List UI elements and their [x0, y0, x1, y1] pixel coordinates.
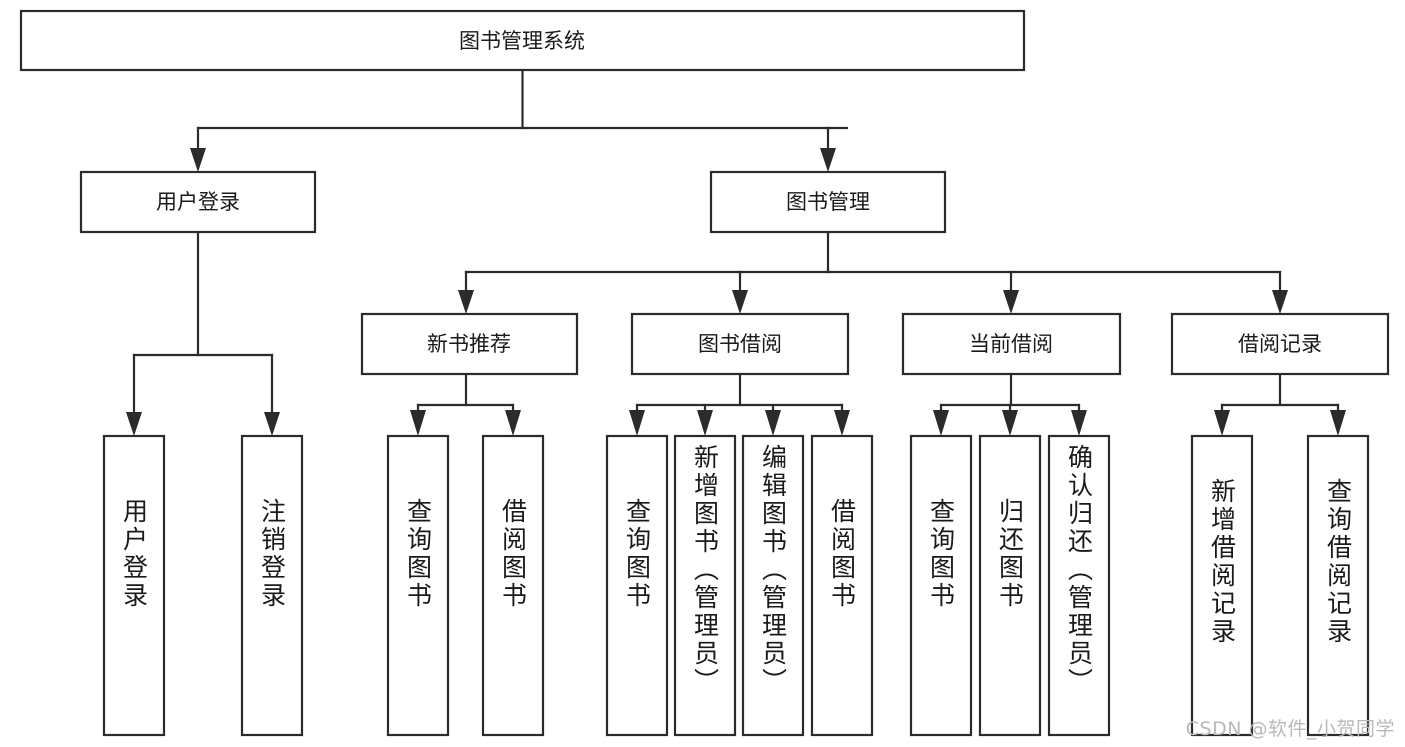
node-user-login-box — [79, 170, 317, 234]
node-root-system[interactable]: 图书管理系统 — [19, 9, 1026, 72]
node-book-borrow-box — [630, 312, 850, 376]
leaf-box-borrowrecord-query[interactable] — [1306, 434, 1370, 737]
connector-group-book-borrow — [629, 372, 850, 436]
node-new-book-recommend[interactable]: 新书推荐 — [360, 312, 579, 376]
node-book-manage-label: 图书管理 — [786, 190, 870, 214]
leaf-box-bookborrow-lend[interactable] — [810, 434, 874, 737]
arrow-head-new-book — [458, 290, 474, 314]
connector-group-current-borrow — [933, 372, 1087, 436]
leaf-box-user-login[interactable] — [102, 434, 166, 737]
arrow-head-book-borrow — [732, 290, 748, 314]
arrow-head-user-login — [190, 148, 206, 172]
leaf-box-currentborrow-return[interactable] — [978, 434, 1042, 737]
node-current-borrow-box — [901, 312, 1122, 376]
connector-group-borrow-record — [1214, 372, 1346, 436]
arrow-head-bookborrow-edit — [765, 410, 781, 436]
arrow-head-current-borrow — [1003, 290, 1019, 314]
leaf-box-bookborrow-edit[interactable] — [741, 434, 805, 737]
arrow-head-leaf-user-login — [126, 412, 142, 436]
arrow-head-borrowrecord-query — [1330, 410, 1346, 436]
connector-group-new-book — [410, 372, 521, 436]
leaf-box-bookborrow-query[interactable] — [605, 434, 669, 737]
csdn-watermark: CSDN @软件_小贺同学 — [1185, 718, 1395, 740]
node-book-borrow[interactable]: 图书借阅 — [630, 312, 850, 376]
leaf-box-newbook-query[interactable] — [386, 434, 450, 737]
leaf-box-newbook-borrow[interactable] — [481, 434, 545, 737]
node-new-book-recommend-box — [360, 312, 579, 376]
node-user-login[interactable]: 用户登录 — [79, 170, 317, 234]
arrow-head-borrowrecord-add — [1214, 410, 1230, 436]
arrow-head-bookborrow-add — [697, 410, 713, 436]
leaf-box-currentborrow-query[interactable] — [909, 434, 973, 737]
connector-group-root — [190, 68, 849, 172]
arrow-head-bookborrow-lend — [834, 410, 850, 436]
node-root-system-box — [19, 9, 1026, 72]
arrow-head-currentborrow-confirm — [1071, 410, 1087, 436]
node-user-login-label: 用户登录 — [156, 190, 240, 214]
arrow-head-borrow-record — [1272, 290, 1288, 314]
arrow-head-leaf-logout — [264, 412, 280, 436]
node-root-system-label: 图书管理系统 — [459, 29, 585, 53]
node-borrow-record[interactable]: 借阅记录 — [1170, 312, 1390, 376]
leaf-box-borrowrecord-add[interactable] — [1190, 434, 1254, 737]
node-borrow-record-box — [1170, 312, 1390, 376]
arrow-head-newbook-borrow — [505, 410, 521, 436]
node-current-borrow[interactable]: 当前借阅 — [901, 312, 1122, 376]
node-borrow-record-label: 借阅记录 — [1238, 332, 1322, 356]
leaf-box-bookborrow-add[interactable] — [673, 434, 737, 737]
leaf-box-logout[interactable] — [240, 434, 304, 737]
leaf-boxes — [102, 434, 1370, 737]
arrow-head-bookborrow-query — [629, 410, 645, 436]
arrow-head-currentborrow-query — [933, 410, 949, 436]
node-book-manage-box — [709, 170, 947, 234]
connector-group-user-login — [126, 230, 280, 436]
node-book-manage[interactable]: 图书管理 — [709, 170, 947, 234]
node-book-borrow-label: 图书借阅 — [698, 332, 782, 356]
arrow-head-currentborrow-return — [1002, 410, 1018, 436]
node-current-borrow-label: 当前借阅 — [969, 332, 1053, 356]
arrow-head-book-manage — [820, 148, 836, 172]
leaf-box-currentborrow-confirm[interactable] — [1047, 434, 1111, 737]
node-new-book-recommend-label: 新书推荐 — [427, 332, 511, 356]
connector-group-book-manage — [458, 230, 1288, 314]
arrow-head-newbook-query — [410, 410, 426, 436]
